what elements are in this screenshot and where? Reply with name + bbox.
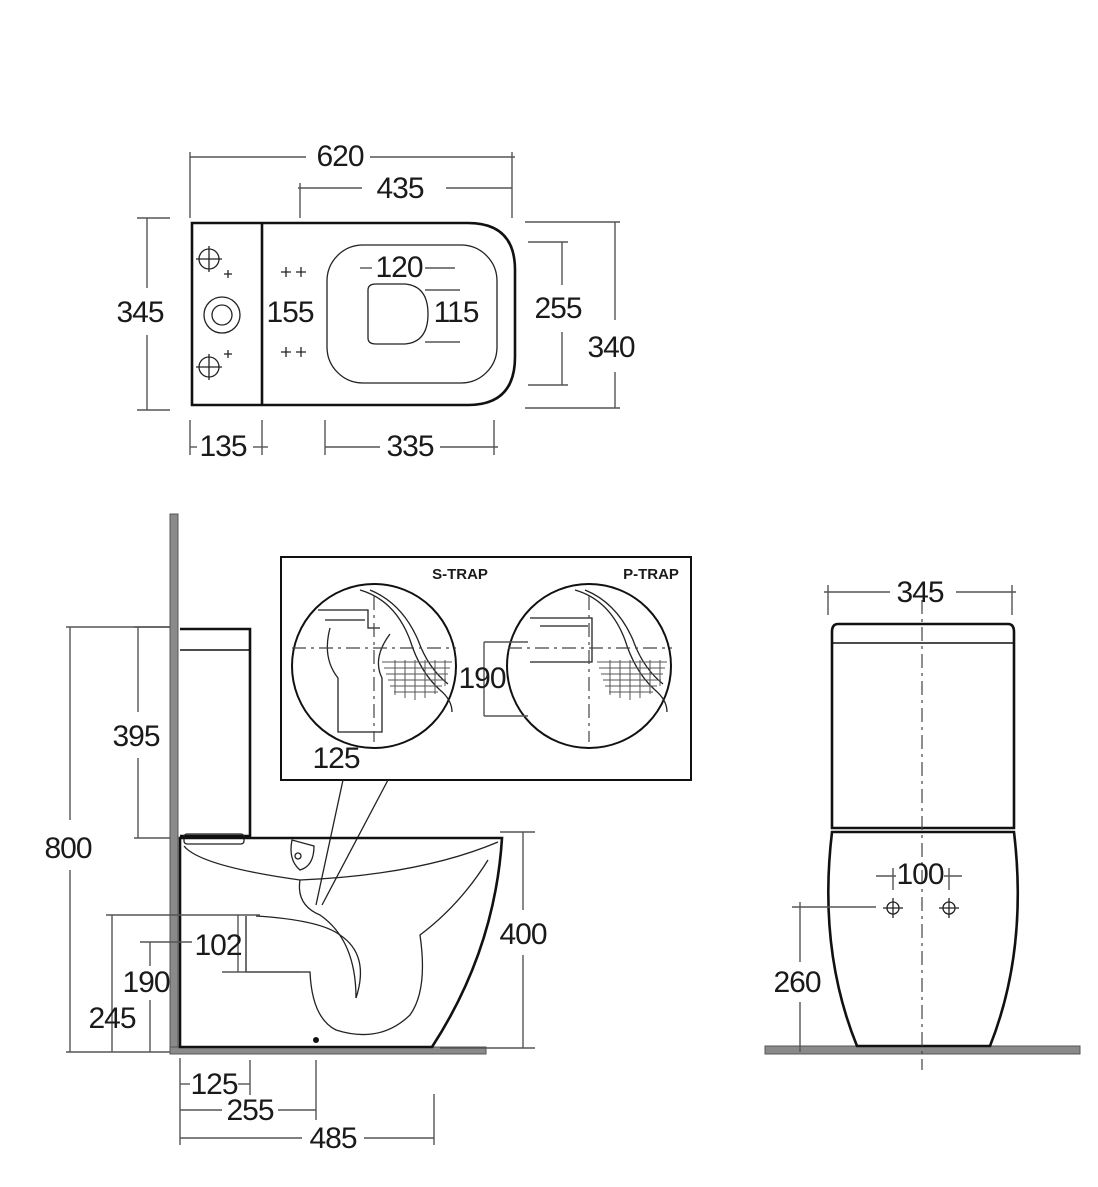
s-trap-circle xyxy=(291,583,457,749)
dim-front-fixing-spacing: 100 xyxy=(896,858,943,891)
dim-cistern-height: 395 xyxy=(112,720,159,753)
p-trap-bowl-wall xyxy=(574,589,668,713)
dim-outlet-setout: 255 xyxy=(226,1094,273,1127)
side-seat-line xyxy=(183,841,499,881)
front-cistern xyxy=(830,622,1016,830)
dim-p-trap-height: 190 xyxy=(122,966,169,999)
dim-overall-length: 620 xyxy=(316,140,363,173)
side-wall xyxy=(169,513,179,1055)
dim-supply-height: 102 xyxy=(194,929,241,962)
detail-leader-right xyxy=(321,779,389,906)
dim-s-trap-outlet: 125 xyxy=(312,742,359,775)
side-view: 800 395 400 102 190 245 125 255 485 xyxy=(44,513,548,1155)
plan-outlet xyxy=(367,283,429,345)
dim-outlet-depth: 115 xyxy=(434,296,479,329)
dim-inlet-height: 245 xyxy=(88,1002,135,1035)
p-trap-water xyxy=(597,660,667,700)
trap-detail: S-TRAP P-TRAP 190 125 xyxy=(280,556,692,906)
dim-front-fixing-height: 260 xyxy=(773,966,820,999)
plan-view: 620 435 345 155 120 115 255 340 135 335 xyxy=(116,140,635,463)
side-dimension-lines xyxy=(66,626,535,1145)
plan-fixing-marks xyxy=(196,246,306,380)
dim-overall-height: 800 xyxy=(44,832,91,865)
s-trap-label: S-TRAP xyxy=(432,566,488,583)
plan-seat-opening xyxy=(326,244,498,384)
detail-leader-left xyxy=(315,779,344,906)
side-bowl xyxy=(178,836,504,1049)
dim-cistern-width: 345 xyxy=(116,296,163,329)
dim-front-cistern-width: 345 xyxy=(896,576,943,609)
s-trap-bowl-wall xyxy=(359,589,453,713)
p-trap-pipe xyxy=(530,617,593,663)
front-view: 345 100 260 xyxy=(764,576,1081,1070)
dim-projection: 485 xyxy=(309,1122,356,1155)
plan-outline xyxy=(190,221,517,407)
dim-seat-length: 435 xyxy=(376,172,423,205)
front-dimension-lines xyxy=(792,585,1016,1052)
front-bowl xyxy=(827,830,1020,1048)
dim-bowl-width: 340 xyxy=(587,331,634,364)
dim-seat-offset: 335 xyxy=(386,430,433,463)
dim-fixing-spacing: 155 xyxy=(266,296,313,329)
side-cistern xyxy=(180,627,252,838)
dim-bowl-height: 400 xyxy=(499,918,546,951)
front-fixing-marks xyxy=(883,898,959,918)
dim-cistern-depth: 135 xyxy=(199,430,246,463)
side-trapway xyxy=(245,859,489,1036)
plan-flush-hole-outer xyxy=(203,296,241,334)
dim-seat-width: 255 xyxy=(534,292,581,325)
plan-flush-hole-inner xyxy=(211,304,233,326)
p-trap-circle xyxy=(506,583,672,749)
dim-p-trap-outlet-height: 190 xyxy=(458,662,505,695)
s-trap-pipe xyxy=(318,609,391,733)
s-trap-water xyxy=(382,660,452,700)
p-trap-label: P-TRAP xyxy=(623,566,679,583)
plan-dimension-lines xyxy=(137,152,620,455)
trap-detail-frame xyxy=(280,556,692,781)
dim-s-trap-setout: 125 xyxy=(190,1068,237,1101)
dim-outlet-width: 120 xyxy=(375,251,422,284)
